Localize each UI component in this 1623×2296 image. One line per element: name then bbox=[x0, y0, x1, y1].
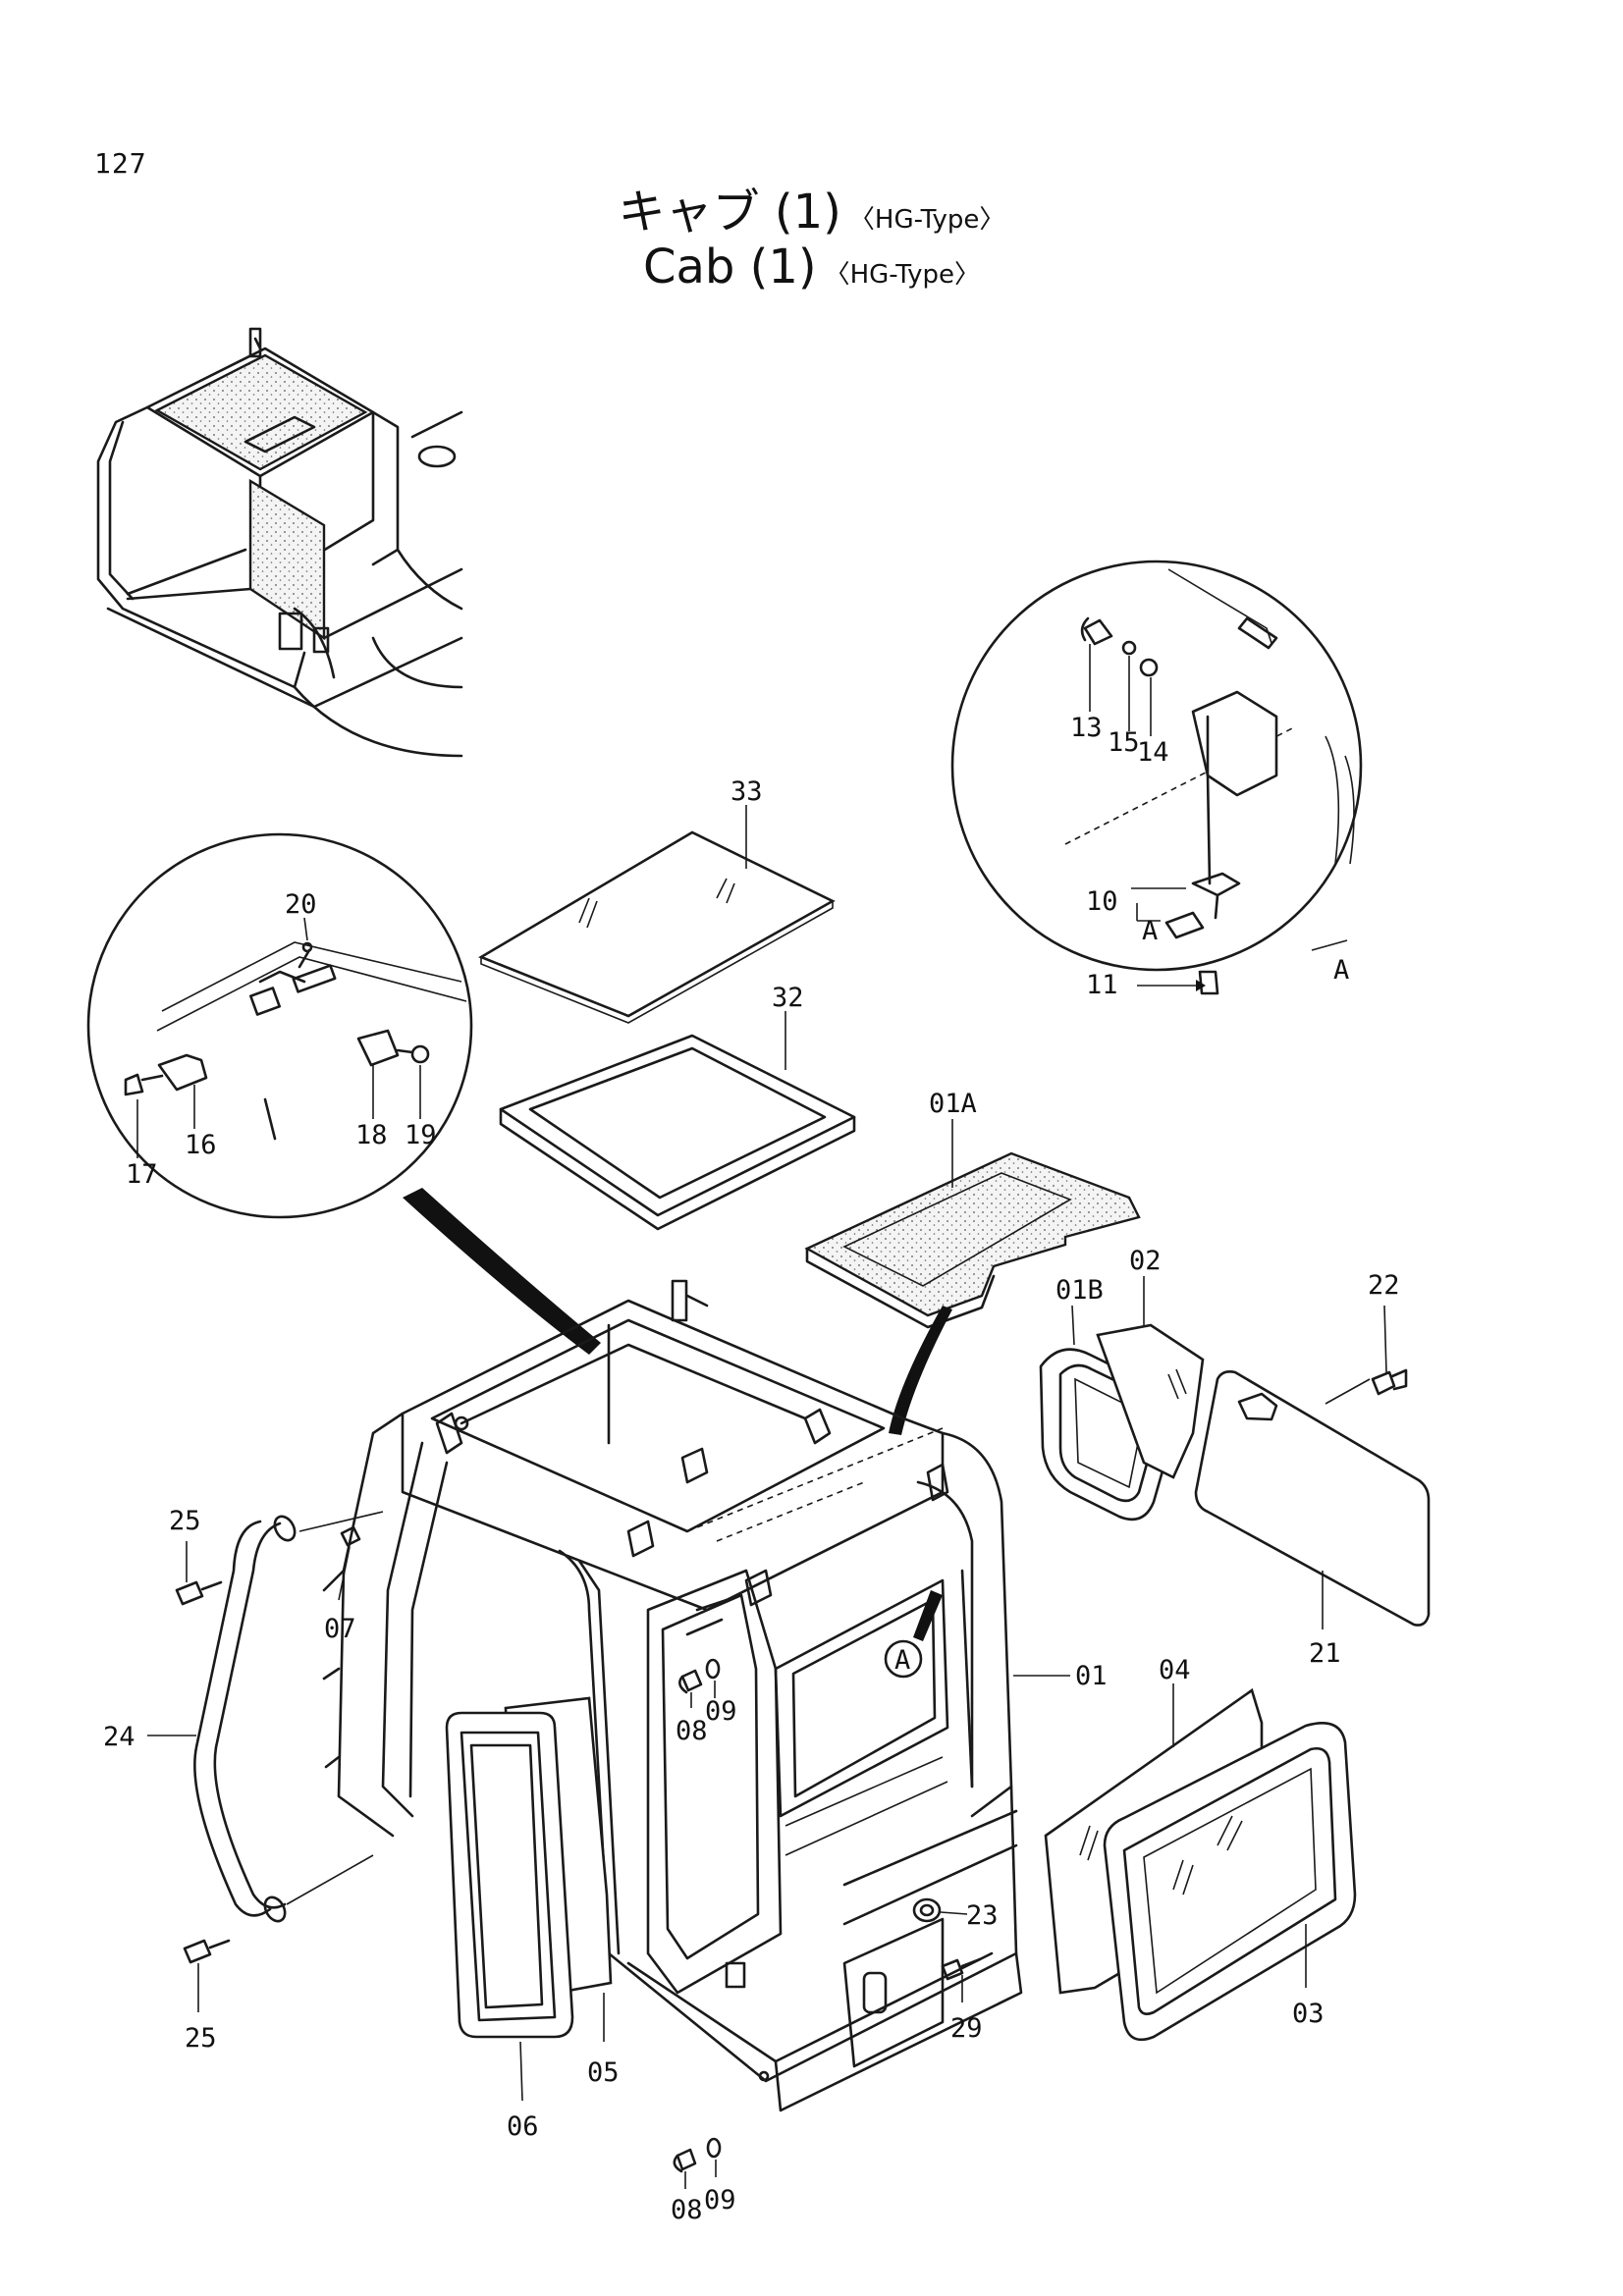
callout-18: 18 bbox=[355, 1120, 388, 1150]
title-english-variant: 〈HG-Type〉 bbox=[824, 260, 981, 290]
window-glass-02 bbox=[1096, 1276, 1205, 1479]
callout-07: 07 bbox=[324, 1614, 356, 1644]
detail-circle-a bbox=[950, 560, 1363, 995]
page-number: 127 bbox=[94, 147, 147, 180]
side-panel-21 bbox=[1194, 1370, 1431, 1629]
callout-25-upper: 25 bbox=[169, 1506, 201, 1536]
machine-overview-sketch bbox=[96, 327, 463, 758]
callout-32: 32 bbox=[772, 983, 804, 1013]
door-seal-06 bbox=[445, 1711, 574, 2102]
roof-panel-01a bbox=[804, 1119, 1141, 1435]
bolt-25-upper bbox=[175, 1541, 223, 1606]
callout-08-lower: 08 bbox=[671, 2195, 703, 2225]
detail-circle-left bbox=[86, 832, 601, 1355]
callout-15: 15 bbox=[1108, 727, 1140, 758]
callout-04: 04 bbox=[1159, 1655, 1191, 1685]
callout-22: 22 bbox=[1368, 1270, 1400, 1301]
callout-13: 13 bbox=[1070, 713, 1103, 743]
edge-label-a: A bbox=[1333, 955, 1349, 986]
callout-05: 05 bbox=[587, 2057, 620, 2088]
callout-09-lower: 09 bbox=[704, 2185, 736, 2216]
callout-14: 14 bbox=[1137, 737, 1169, 768]
title-japanese-variant: 〈HG-Type〉 bbox=[848, 205, 1005, 235]
grommet-23 bbox=[912, 1897, 968, 1923]
callout-03: 03 bbox=[1292, 1999, 1325, 2029]
callout-16: 16 bbox=[185, 1130, 217, 1160]
bolt-07 bbox=[338, 1525, 361, 1601]
callout-25-lower: 25 bbox=[185, 2023, 217, 2054]
callout-09-upper: 09 bbox=[705, 1696, 737, 1727]
callout-33: 33 bbox=[730, 776, 763, 807]
callout-29: 29 bbox=[950, 2013, 983, 2044]
screw-08-09-lower bbox=[673, 2137, 722, 2189]
callout-02: 02 bbox=[1129, 1246, 1162, 1276]
title-japanese: キャブ (1)〈HG-Type〉 bbox=[0, 173, 1623, 241]
title-japanese-text: キャブ (1) bbox=[618, 185, 841, 240]
callout-01b: 01B bbox=[1055, 1275, 1104, 1306]
bolt-22 bbox=[1371, 1305, 1408, 1396]
callout-23: 23 bbox=[966, 1900, 999, 1931]
callout-24: 24 bbox=[103, 1722, 135, 1752]
callout-01: 01 bbox=[1075, 1661, 1108, 1691]
bracket-label-a: A bbox=[1142, 916, 1158, 946]
handrail-24 bbox=[147, 1511, 384, 1923]
roof-glass-33 bbox=[478, 805, 836, 1024]
callout-11: 11 bbox=[1086, 970, 1118, 1000]
bolt-29 bbox=[941, 1957, 982, 2002]
callout-08-upper: 08 bbox=[676, 1716, 708, 1746]
detail-circle-label-a: A bbox=[894, 1645, 910, 1676]
callout-06: 06 bbox=[507, 2111, 539, 2142]
title-english: Cab (1)〈HG-Type〉 bbox=[0, 240, 1623, 294]
bolt-25-lower bbox=[183, 1939, 231, 2012]
callout-17: 17 bbox=[126, 1159, 158, 1190]
callout-19: 19 bbox=[405, 1120, 437, 1150]
rear-seal-03 bbox=[1103, 1722, 1357, 2042]
screw-08-09-upper bbox=[677, 1658, 721, 1708]
callout-21: 21 bbox=[1309, 1638, 1341, 1669]
title-english-text: Cab (1) bbox=[642, 240, 817, 294]
roof-frame-32 bbox=[499, 1011, 856, 1231]
cab-body-01 bbox=[322, 1279, 1070, 2112]
callout-01a: 01A bbox=[929, 1089, 977, 1119]
callout-10: 10 bbox=[1086, 886, 1118, 917]
callout-20: 20 bbox=[285, 889, 317, 920]
